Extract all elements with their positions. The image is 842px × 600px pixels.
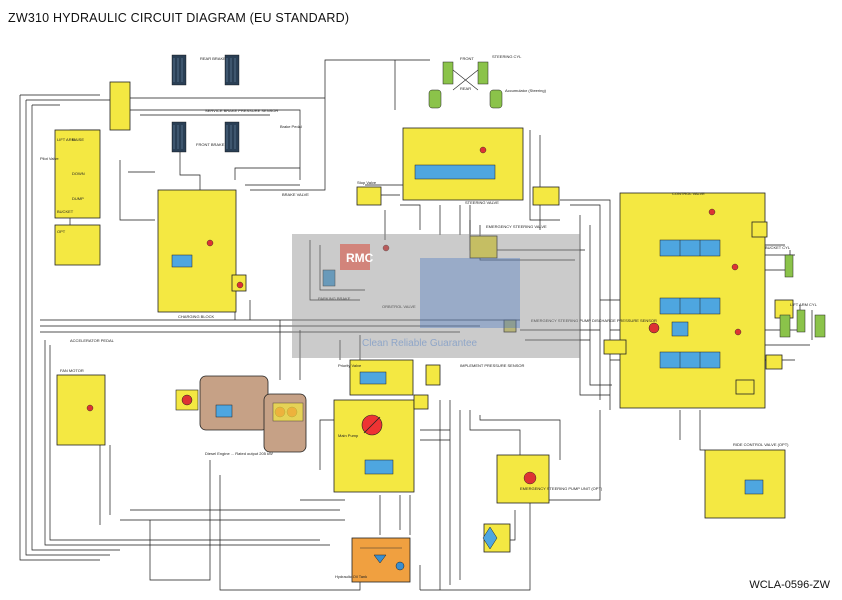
drawing-code: WCLA-0596-ZW xyxy=(749,579,830,591)
label-stop-valve: Stop Valve xyxy=(357,180,377,185)
label-emergency-steering-valve: EMERGENCY STEERING VALVE xyxy=(486,224,547,229)
label-steering-cyl: STEERING CYL xyxy=(492,54,522,59)
parking-brake-valve-block xyxy=(109,81,131,131)
label-front: FRONT xyxy=(460,56,474,61)
emergency-pump-unit-block xyxy=(496,454,550,504)
label-opt: OPT xyxy=(57,229,66,234)
pilot-valve-block xyxy=(54,129,101,219)
tank xyxy=(351,537,411,583)
emergency-steering-valve-block xyxy=(469,235,498,259)
work-cylinders xyxy=(779,254,826,338)
main-pump-block xyxy=(333,399,415,493)
cv-cell-5 xyxy=(735,379,755,395)
small-box-1 xyxy=(425,364,441,386)
cv-cell-1 xyxy=(751,221,768,238)
label-priority-valve: Priority Valve xyxy=(338,363,362,368)
label-brake-pedal: Brake Pedal xyxy=(280,124,302,129)
cv-cell-3 xyxy=(603,339,627,355)
label-service-brake-sensor: SERVICE BRAKE PRESSURE SENSOR xyxy=(205,108,278,113)
small-sensor-block xyxy=(413,394,429,410)
label-raise: RAISE xyxy=(72,137,84,142)
label-dump: DUMP xyxy=(72,196,84,201)
label-parking-brake: PARKING BRAKE xyxy=(318,296,351,301)
label-bucket: BUCKET xyxy=(57,209,74,214)
label-bucket-cyl: BUCKET CYL xyxy=(765,245,791,250)
label-ride-control-valve: RIDE CONTROL VALVE (OPT) xyxy=(733,442,789,447)
label-lift-arm-cyl: LIFT ARM CYL xyxy=(790,302,818,307)
pilot-valve-opt-block xyxy=(54,224,101,266)
label-fan-motor: FAN MOTOR xyxy=(60,368,84,373)
charging-block xyxy=(157,189,237,313)
stop-valve-block-left xyxy=(356,186,382,206)
small-box-3 xyxy=(503,319,517,333)
label-implement-sensor: IMPLEMENT PRESSURE SENSOR xyxy=(460,363,524,368)
label-emergency-pump-unit: EMERGENCY STEERING PUMP UNIT (OPT) xyxy=(520,486,603,491)
label-accelerator-pedal: ACCELERATOR PEDAL xyxy=(70,338,115,343)
watermark-slogan: Clean Reliable Guarantee xyxy=(362,338,478,349)
label-control-valve: CONTROL VALVE xyxy=(672,191,705,196)
label-charging-block: CHARGING BLOCK xyxy=(178,314,215,319)
brakes xyxy=(171,54,240,153)
label-front-brake: FRONT BRAKE xyxy=(196,142,225,147)
steering-cylinders xyxy=(428,61,503,109)
label-engine: Diesel Engine ... Rated output 205 kW xyxy=(205,451,273,456)
label-rear: REAR xyxy=(460,86,471,91)
accelerator-pilot-block xyxy=(56,374,106,446)
component-labels: REAR BRAKE SERVICE BRAKE PRESSURE SENSOR… xyxy=(40,54,818,579)
red-indicators xyxy=(86,146,742,485)
label-brake-valve: BRAKE VALVE xyxy=(282,192,309,197)
control-valve-spools xyxy=(648,239,721,369)
label-main-pump: Main Pump xyxy=(338,433,359,438)
watermark-brand: RMC xyxy=(346,251,374,265)
main-pump-symbol xyxy=(361,414,394,475)
label-hydraulic-oil-tank: Hydraulic Oil Tank xyxy=(335,574,367,579)
stop-valve-block-right xyxy=(532,186,560,206)
label-accumulator: Accumulator (Steering) xyxy=(505,88,547,93)
watermark: RMC Clean Reliable Guarantee xyxy=(292,234,580,358)
label-pilot-valve: Pilot Valve xyxy=(40,156,59,161)
label-down: DOWN xyxy=(72,171,85,176)
label-emergency-steering-sensor: EMERGENCY STEERING PUMP DISCHARGE PRESSU… xyxy=(531,318,657,323)
blue-valves xyxy=(171,164,764,550)
steering-valve-block xyxy=(402,127,524,201)
label-rear-brake: REAR BRAKE xyxy=(200,56,226,61)
diesel-engine xyxy=(199,375,307,453)
label-lift-arm: LIFT ARM xyxy=(57,137,75,142)
fan-pump xyxy=(175,389,199,411)
page-title: ZW310 HYDRAULIC CIRCUIT DIAGRAM (EU STAN… xyxy=(8,11,350,25)
label-steering-valve: STEERING VALVE xyxy=(465,200,499,205)
cv-cell-4 xyxy=(765,354,783,370)
label-orbitrol: ORBITROL VALVE xyxy=(382,304,416,309)
